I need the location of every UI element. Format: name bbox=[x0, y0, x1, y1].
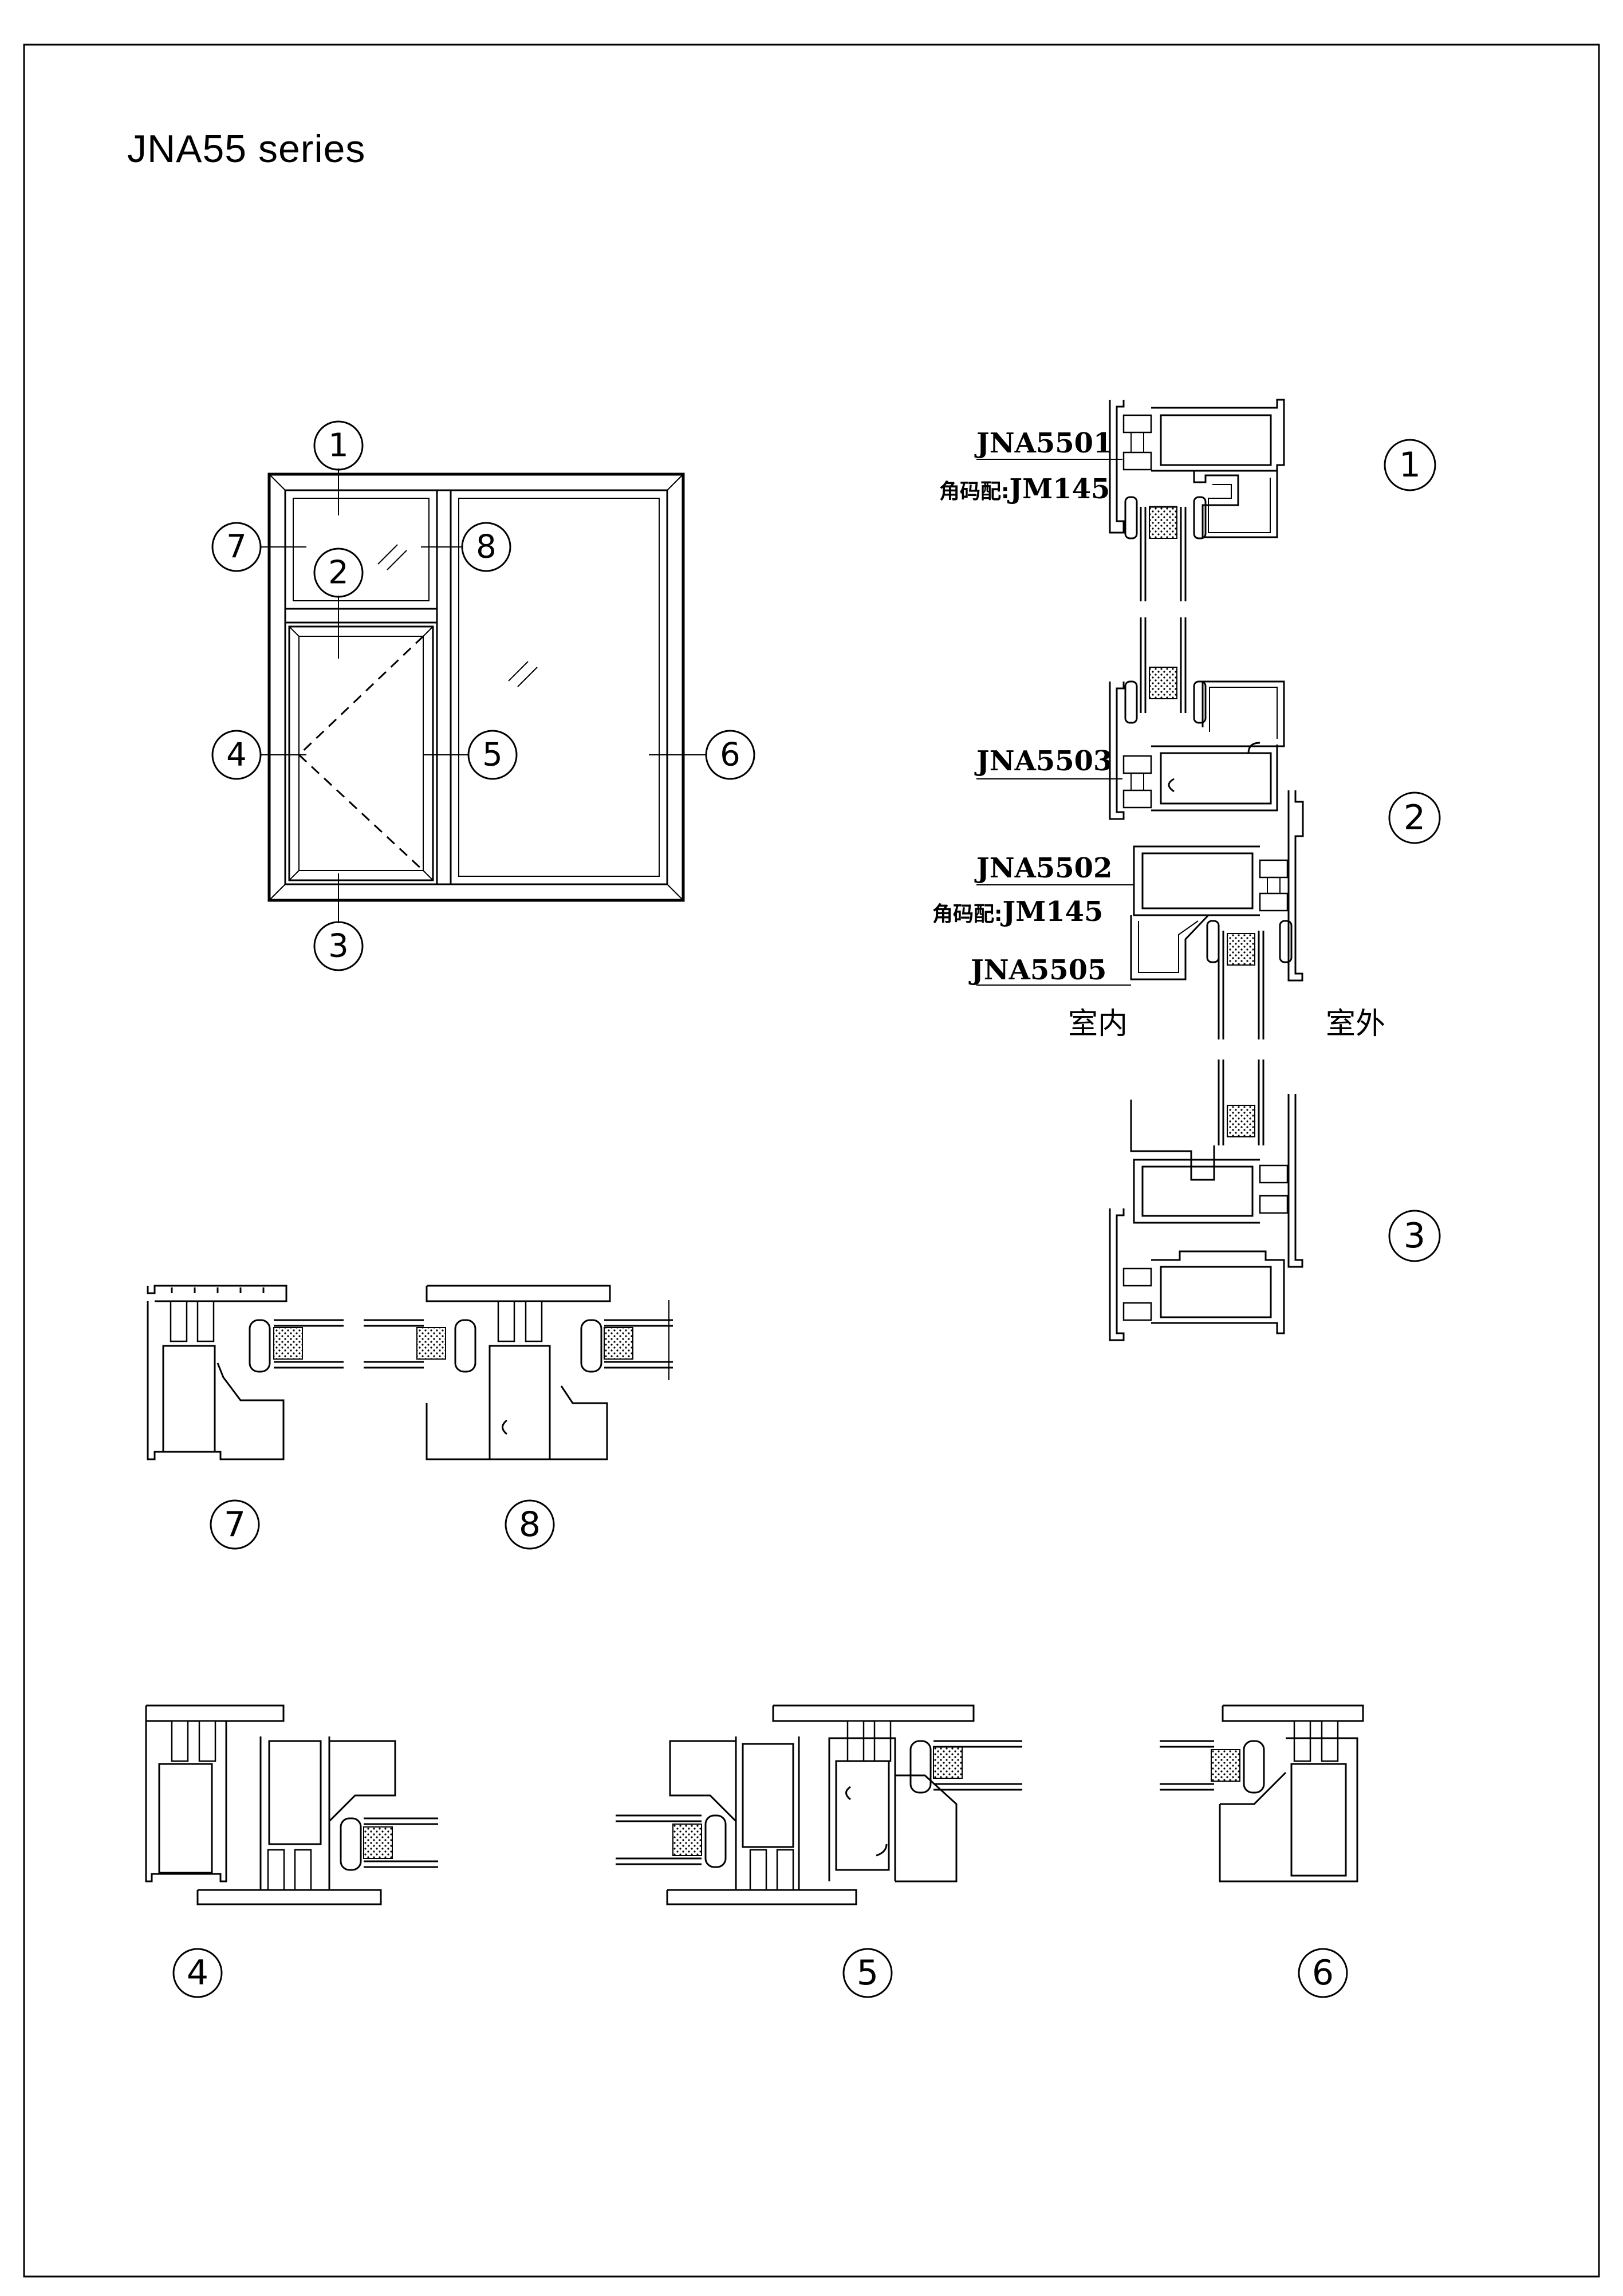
label-jna5503: JNA5503 bbox=[974, 745, 1112, 777]
detail-7-bubble: 7 bbox=[224, 1505, 246, 1545]
callout-bubble-5: 5 bbox=[467, 730, 518, 780]
profile-jna5503 bbox=[1109, 680, 1285, 820]
profile-jna5505 bbox=[1130, 914, 1210, 980]
label-jna5502: JNA5502 bbox=[974, 852, 1112, 884]
callout-bubble-7: 7 bbox=[211, 522, 262, 572]
opening-direction-line bbox=[298, 635, 424, 756]
detail-8: 8 bbox=[364, 1285, 673, 1550]
label-exterior: 室外 bbox=[1326, 1007, 1385, 1041]
label-jna5505: JNA5505 bbox=[968, 954, 1106, 986]
svg-text:3: 3 bbox=[328, 928, 349, 965]
section-bubble-2: 2 bbox=[1388, 791, 1441, 844]
detail-6: 6 bbox=[1160, 1704, 1364, 1998]
label-jna5502-corner: 角码配:JM145 bbox=[932, 896, 1103, 928]
section-bubble-1: 1 bbox=[1384, 439, 1436, 491]
svg-text:5: 5 bbox=[482, 737, 503, 774]
label-jna5501-corner: 角码配:JM145 bbox=[939, 473, 1110, 505]
profile-bottom bbox=[1109, 1094, 1303, 1341]
detail-6-bubble: 6 bbox=[1312, 1953, 1334, 1993]
callout-bubble-4: 4 bbox=[211, 730, 262, 780]
svg-text:8: 8 bbox=[476, 529, 497, 566]
label-interior: 室内 bbox=[1068, 1007, 1128, 1041]
glass-mark bbox=[517, 667, 538, 687]
callout-bubble-6: 6 bbox=[705, 730, 755, 780]
glass-mark bbox=[387, 550, 407, 570]
detail-4-bubble: 4 bbox=[187, 1953, 208, 1993]
glass-mark bbox=[377, 544, 398, 565]
svg-text:1: 1 bbox=[1399, 445, 1421, 485]
opening-direction-line bbox=[298, 754, 424, 872]
svg-text:7: 7 bbox=[226, 529, 247, 566]
callout-bubble-2: 2 bbox=[313, 548, 364, 598]
page-title: JNA55 series bbox=[127, 127, 365, 171]
callout-bubble-8: 8 bbox=[461, 522, 511, 572]
detail-7: 7 bbox=[147, 1285, 344, 1550]
section-bubble-3: 3 bbox=[1388, 1210, 1441, 1262]
detail-5: 5 bbox=[616, 1704, 1022, 1998]
glass-mark bbox=[508, 661, 529, 682]
glass-unit-lower bbox=[1218, 931, 1264, 1145]
svg-text:4: 4 bbox=[226, 737, 247, 774]
profile-jna5501 bbox=[1109, 399, 1285, 539]
svg-text:2: 2 bbox=[1404, 798, 1425, 838]
label-jna5501: JNA5501 bbox=[974, 427, 1112, 459]
svg-text:2: 2 bbox=[328, 554, 349, 592]
sheet-border bbox=[23, 44, 1600, 2278]
profile-jna5502 bbox=[1133, 790, 1304, 982]
svg-text:3: 3 bbox=[1404, 1216, 1425, 1256]
vertical-section: JNA5501 角码配:JM145 JNA5503 JNA5502 角码配:JM… bbox=[932, 399, 1441, 1341]
window-elevation: 1 2 3 4 5 6 7 8 bbox=[211, 420, 755, 971]
callout-bubble-3: 3 bbox=[313, 921, 364, 971]
callout-bubble-1: 1 bbox=[313, 420, 364, 471]
svg-text:6: 6 bbox=[720, 737, 740, 774]
detail-8-bubble: 8 bbox=[519, 1505, 541, 1545]
detail-4: 4 bbox=[145, 1704, 438, 1998]
glass-unit-upper bbox=[1140, 506, 1187, 713]
svg-text:1: 1 bbox=[328, 427, 349, 464]
detail-5-bubble: 5 bbox=[857, 1953, 879, 1993]
